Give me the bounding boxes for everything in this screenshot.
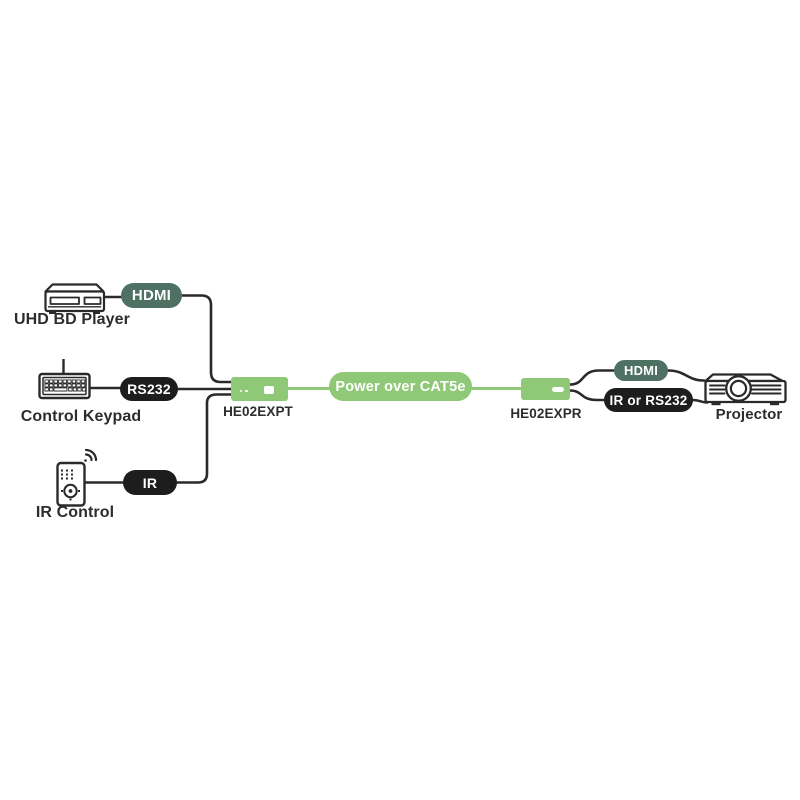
ir-pill-label: IR [142, 474, 158, 491]
keypad-label: Control Keypad [20, 408, 142, 425]
projector-vents [709, 384, 782, 395]
hdmi-output-pill: HDMI [614, 360, 668, 381]
transmitter-led-2 [245, 389, 248, 393]
ir-or-rs232-pill-label: IR or RS232 [609, 392, 688, 408]
wire-rx-to-hdmi [568, 369, 616, 386]
remote-control-icon [56, 448, 98, 507]
hdmi-output-pill-label: HDMI [623, 363, 659, 378]
cat5e-pill-label: Power over CAT5e [335, 378, 466, 395]
hdmi-source-pill: HDMI [121, 283, 182, 308]
wire-hdmi-to-projector [666, 369, 706, 382]
rs232-pill-label: RS232 [127, 381, 171, 397]
receiver-label: HE02EXPR [510, 406, 582, 421]
wire-rx-to-irrs232 [568, 389, 606, 402]
wire-ir-to-tx [175, 393, 233, 484]
receiver-port [552, 387, 564, 392]
keyboard-keys [44, 379, 87, 392]
player-label: UHD BD Player [13, 311, 131, 328]
remote-buttons [61, 469, 80, 501]
rs232-pill: RS232 [120, 377, 178, 401]
wire-hdmi-to-tx [180, 294, 233, 384]
ir-or-rs232-pill: IR or RS232 [604, 388, 693, 412]
ir-pill: IR [123, 470, 177, 495]
hdmi-source-pill-label: HDMI [131, 287, 172, 304]
ir-signal-icon [84, 448, 98, 462]
keyboard-icon [38, 359, 91, 400]
cat5e-pill: Power over CAT5e [329, 372, 472, 401]
projector-icon [704, 373, 787, 406]
dark-wires [83, 294, 709, 484]
transmitter-port [264, 386, 274, 394]
transmitter-led-1 [239, 389, 243, 393]
transmitter-label: HE02EXPT [223, 404, 293, 419]
receiver-box [521, 378, 570, 400]
transmitter-box [231, 377, 288, 401]
bd-player-icon [44, 283, 106, 314]
projector-label: Projector [715, 406, 783, 423]
ir-control-label: IR Control [35, 504, 115, 521]
